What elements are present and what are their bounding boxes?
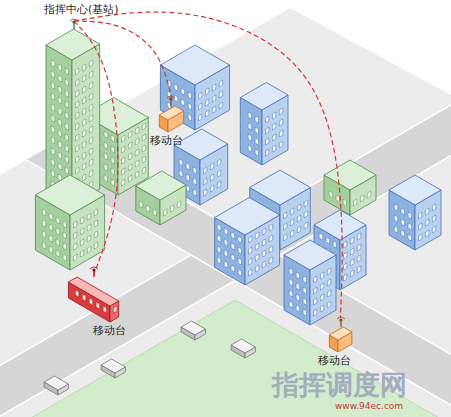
office-building	[215, 198, 280, 286]
park-table	[181, 321, 205, 340]
mobile-station: 移动台	[62, 276, 126, 338]
mobile-station: 移动台	[318, 318, 362, 368]
office-building	[240, 83, 288, 166]
base-station: 指挥中心(基站)	[44, 3, 124, 21]
radio-link	[74, 21, 118, 276]
buildings	[35, 19, 441, 395]
park-table	[101, 359, 125, 378]
office-building	[389, 175, 441, 250]
watermark-url: www.94ec.com	[335, 402, 403, 412]
station-label: 移动台	[150, 134, 194, 148]
mobile-station: 移动台	[150, 98, 194, 148]
antenna-symbol	[337, 317, 345, 327]
mobile-vehicle	[159, 106, 183, 132]
station-label: 移动台	[318, 354, 362, 368]
watermark: 指挥调度网	[272, 370, 407, 400]
mobile-bus	[68, 277, 118, 322]
radio-link	[74, 21, 172, 98]
command-building	[35, 175, 104, 270]
park-table	[44, 376, 68, 395]
radio-link	[74, 12, 342, 318]
office-building	[284, 240, 336, 325]
low-building	[324, 160, 376, 215]
park-table	[231, 339, 255, 358]
station-label: 移动台	[62, 324, 126, 338]
park	[0, 300, 451, 417]
station-label: 指挥中心(基站)	[44, 3, 124, 17]
low-building	[136, 171, 186, 225]
mobile-vehicle	[329, 327, 352, 352]
